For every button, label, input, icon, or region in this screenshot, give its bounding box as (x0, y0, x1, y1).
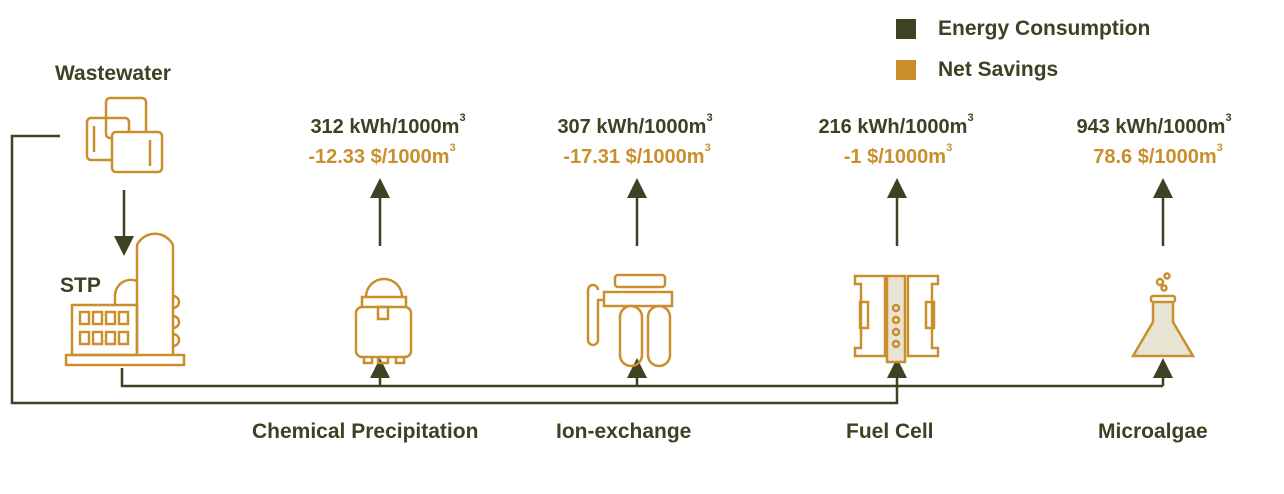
ion-exchange-filter-icon (586, 273, 674, 368)
fuel-cell-icon (853, 274, 940, 364)
savings-value: 78.6 $/1000m3 (1093, 142, 1223, 168)
stp-plant-icon (64, 232, 186, 367)
energy-value: 943 kWh/1000m3 (1076, 112, 1232, 138)
chemical-precipitation-tank-icon (354, 277, 413, 365)
legend-label-savings: Net Savings (938, 58, 1059, 81)
legend-label-energy: Energy Consumption (938, 17, 1151, 40)
savings-value: -12.33 $/1000m3 (308, 142, 456, 168)
tech-label: Fuel Cell (846, 420, 934, 443)
stp-output-line (120, 368, 1163, 388)
energy-value: 307 kWh/1000m3 (557, 112, 713, 138)
savings-value: -17.31 $/1000m3 (563, 142, 711, 168)
wastewater-label: Wastewater (55, 62, 171, 85)
wastewater-tanks-icon (85, 96, 164, 174)
savings-value: -1 $/1000m3 (843, 142, 953, 168)
stp-label: STP (60, 274, 101, 297)
legend-swatch-savings (896, 60, 916, 80)
tech-label: Microalgae (1098, 420, 1208, 443)
tech-label: Ion-exchange (556, 420, 692, 443)
bypass-line (10, 134, 907, 405)
energy-value: 312 kWh/1000m3 (310, 112, 466, 138)
energy-value: 216 kWh/1000m3 (818, 112, 974, 138)
legend-swatch-energy (896, 19, 916, 39)
microalgae-flask-icon (1130, 272, 1196, 358)
tech-label: Chemical Precipitation (252, 420, 479, 443)
